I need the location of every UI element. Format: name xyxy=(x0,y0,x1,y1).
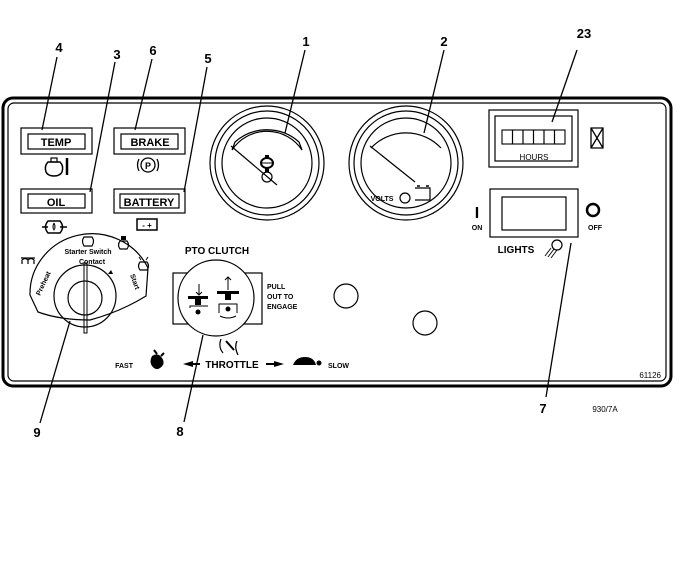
brake-indicator: BRAKE xyxy=(113,127,186,155)
turtle-icon xyxy=(293,357,322,366)
blank-hole-upper xyxy=(333,283,359,309)
engine-run-icon xyxy=(117,236,130,250)
lights-off-indicator: OFF xyxy=(585,202,603,232)
pto-instruction-line3: ENGAGE xyxy=(267,304,298,311)
panel-frame xyxy=(1,96,673,388)
hour-digit-box xyxy=(553,129,566,145)
svg-text:P: P xyxy=(145,161,151,171)
engine-start-icon xyxy=(137,256,150,271)
hour-digit-box xyxy=(543,129,556,145)
headlight-icon xyxy=(544,239,563,259)
callout-1: 1 xyxy=(302,34,309,49)
starter-preheat-label: Preheat xyxy=(35,270,52,297)
callout-5: 5 xyxy=(204,51,211,66)
pto-instruction: PULL OUT TO ENGAGE xyxy=(267,284,298,311)
callout-8: 8 xyxy=(176,424,183,439)
oil-indicator: OIL xyxy=(20,188,93,214)
hour-meter-digits xyxy=(501,129,566,145)
callout-7: 7 xyxy=(539,401,546,416)
lights-on-symbol: I xyxy=(475,205,479,222)
engine-temp-icon xyxy=(44,157,69,177)
throttle-fast-label: FAST xyxy=(115,363,134,370)
lights-off-label: OFF xyxy=(588,225,603,232)
brake-label: BRAKE xyxy=(130,137,169,149)
lights-switch[interactable]: LIGHTS xyxy=(489,188,579,256)
oil-label: OIL xyxy=(47,197,66,209)
pto-instruction-line1: PULL xyxy=(267,284,286,291)
callout-6: 6 xyxy=(149,43,156,58)
hours-label: HOURS xyxy=(520,153,549,162)
temp-indicator: TEMP xyxy=(20,127,93,155)
arrow-left-icon xyxy=(183,361,193,367)
starter-start-label: Start xyxy=(128,273,140,291)
starter-switch-title: Starter Switch xyxy=(64,249,111,256)
pto-instruction-line2: OUT TO xyxy=(267,294,294,301)
callout-leaders xyxy=(39,49,578,424)
hourglass-icon xyxy=(590,127,604,149)
lights-on-indicator: I ON xyxy=(472,205,483,232)
oil-pressure-icon xyxy=(42,220,67,234)
starter-switch[interactable]: Starter Switch Contact Preheat Start xyxy=(29,233,149,334)
figure-code: 930/7A xyxy=(592,405,618,414)
temp-label: TEMP xyxy=(41,137,72,149)
parking-brake-icon: P xyxy=(136,157,160,173)
battery-indicator: BATTERY xyxy=(113,188,186,214)
callout-3: 3 xyxy=(113,47,120,62)
rabbit-icon xyxy=(150,349,165,370)
starter-switch-contact: Contact xyxy=(79,259,106,266)
throttle-control: FAST THROTTLE SLOW xyxy=(115,349,349,371)
battery-icon: - + xyxy=(136,218,158,231)
svg-text:- +: - + xyxy=(142,221,152,230)
volts-label: VOLTS xyxy=(371,196,394,203)
callout-23: 23 xyxy=(577,26,591,41)
callout-4: 4 xyxy=(55,40,63,55)
lights-on-label: ON xyxy=(472,225,483,232)
throttle-label: THROTTLE xyxy=(205,360,259,371)
battery-label: BATTERY xyxy=(124,197,175,209)
hour-digit-box xyxy=(511,129,524,145)
pto-title: PTO CLUTCH xyxy=(185,246,249,257)
callout-9: 9 xyxy=(33,425,40,440)
blank-hole-lower xyxy=(412,310,438,336)
arrow-right-icon xyxy=(274,361,284,367)
hour-digit-box xyxy=(532,129,545,145)
engine-off-icon xyxy=(81,236,95,247)
lights-label: LIGHTS xyxy=(498,245,535,256)
glow-plug-icon xyxy=(21,257,35,264)
callout-2: 2 xyxy=(440,34,447,49)
hour-digit-box xyxy=(522,129,535,145)
oil-pressure-gauge xyxy=(209,105,325,221)
hour-digit-box xyxy=(501,129,514,145)
voltmeter-battery-icon xyxy=(415,185,431,201)
hour-meter: HOURS xyxy=(488,109,579,168)
panel-code: 61126 xyxy=(639,371,661,380)
voltmeter: VOLTS xyxy=(348,105,464,221)
pto-clutch[interactable]: PTO CLUTCH xyxy=(172,246,263,337)
throttle-slow-label: SLOW xyxy=(328,363,349,370)
oil-can-icon xyxy=(260,155,274,172)
throttle-lever-icon xyxy=(219,338,239,356)
